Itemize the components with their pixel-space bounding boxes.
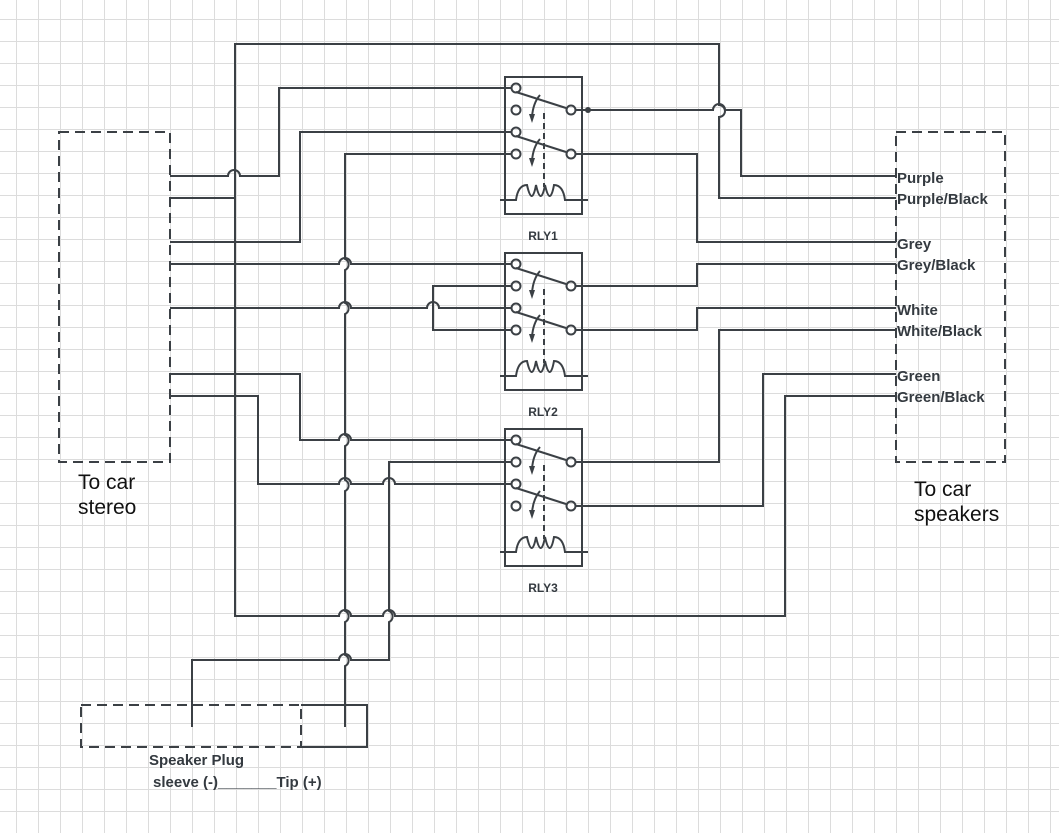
switch-arm	[515, 91, 567, 109]
plug-tip-box	[301, 704, 368, 748]
wire	[170, 373, 511, 441]
wire-label: Green/Black	[897, 389, 985, 406]
wire-label: Grey/Black	[897, 257, 976, 274]
arrow-head-icon	[529, 510, 535, 519]
arrow-head-icon	[529, 114, 535, 123]
arrow-head-icon	[529, 466, 535, 475]
wire	[576, 263, 896, 287]
wire-label: White	[897, 302, 938, 319]
common-terminal	[565, 324, 577, 336]
wire	[170, 257, 511, 265]
relay-label: RLY1	[528, 229, 558, 243]
wire	[576, 329, 896, 463]
stereo-label-line1: To car	[78, 471, 136, 494]
relay-label: RLY2	[528, 405, 558, 419]
plug-sleeve-box	[80, 704, 302, 748]
wire	[576, 103, 896, 177]
arrow-head-icon	[529, 334, 535, 343]
plug-terminals: sleeve (-)_______Tip (+)	[153, 774, 322, 791]
stereo-connector-box	[58, 131, 171, 463]
wire	[576, 373, 896, 507]
contact-terminal	[510, 302, 522, 314]
switch-arm	[515, 311, 567, 329]
coil-icon	[500, 359, 588, 377]
arrow-head-icon	[529, 290, 535, 299]
common-terminal	[565, 280, 577, 292]
tip-label: Tip (+)	[276, 774, 322, 791]
wire	[170, 395, 511, 485]
contact-terminal	[510, 324, 522, 336]
wire	[576, 153, 896, 243]
wire-label: Green	[897, 368, 941, 385]
junction-dot	[585, 107, 591, 113]
coil-icon	[500, 183, 588, 201]
speakers-label: To car speakers	[914, 477, 999, 527]
coil-icon	[500, 535, 588, 553]
relay-body	[504, 428, 583, 567]
speaker-connector-box	[895, 131, 1006, 463]
contact-terminal	[510, 456, 522, 468]
common-terminal	[565, 104, 577, 116]
separator: _______	[218, 774, 277, 791]
contact-terminal	[510, 434, 522, 446]
switch-arm	[515, 443, 567, 461]
contact-terminal	[510, 82, 522, 94]
wire	[191, 461, 511, 705]
common-terminal	[565, 456, 577, 468]
contact-terminal	[510, 126, 522, 138]
common-terminal	[565, 500, 577, 512]
arrow-head-icon	[529, 158, 535, 167]
switch-arm	[515, 487, 567, 505]
wire	[170, 301, 511, 309]
switch-arm	[515, 267, 567, 285]
speakers-label-line2: speakers	[914, 503, 1000, 526]
sleeve-label: sleeve (-)	[153, 774, 219, 791]
stereo-label: To car stereo	[78, 470, 136, 520]
plug-title: Speaker Plug	[149, 752, 245, 769]
contact-terminal	[510, 148, 522, 160]
contact-terminal	[510, 500, 522, 512]
wire	[170, 131, 511, 243]
relay-body	[504, 76, 583, 215]
relay-body	[504, 252, 583, 391]
contact-terminal	[510, 280, 522, 292]
wire	[344, 153, 511, 727]
wire	[432, 285, 511, 331]
contact-terminal	[510, 258, 522, 270]
wire-label: Purple/Black	[897, 191, 988, 208]
speakers-label-line1: To car	[914, 478, 972, 501]
wire	[234, 198, 896, 617]
contact-terminal	[510, 478, 522, 490]
contact-terminal	[510, 104, 522, 116]
wire	[576, 307, 896, 331]
wire-label: Grey	[897, 236, 932, 253]
stereo-label-line2: stereo	[78, 496, 137, 519]
switch-arm	[515, 135, 567, 153]
wire-label: White/Black	[897, 323, 983, 340]
relay-label: RLY3	[528, 581, 558, 595]
common-terminal	[565, 148, 577, 160]
wire-label: Purple	[897, 170, 944, 187]
